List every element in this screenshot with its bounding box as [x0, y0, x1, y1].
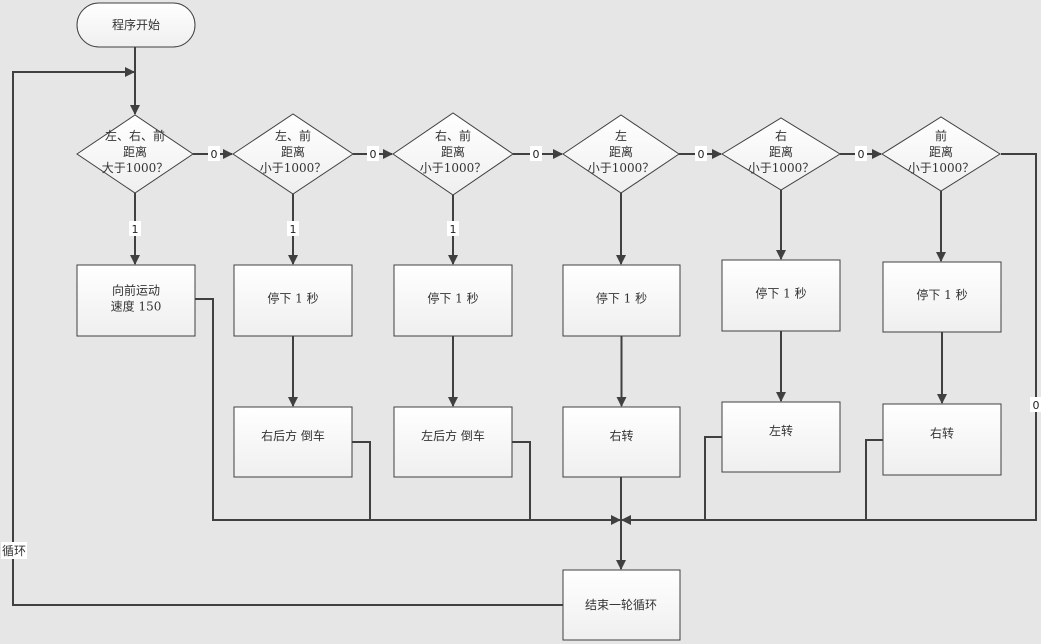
decision-6-label-line: 小于1000？: [908, 161, 975, 175]
decision-2-label-line: 距离: [281, 144, 305, 159]
decision-6-label-line: 前: [935, 128, 947, 143]
maneuver-5-label: 左转: [769, 423, 793, 438]
merge-edge-6: [865, 439, 883, 520]
maneuver-4-label: 右转: [609, 428, 633, 443]
decision-1-label: 左、右、前距离大于1000？: [102, 128, 169, 175]
end-label-line: 结束一轮循环: [585, 598, 657, 612]
decision-3-label-line: 右、前: [435, 128, 471, 143]
maneuver-3-label-line: 左后方 倒车: [421, 428, 485, 443]
action-box-3: [393, 264, 513, 337]
loop-label: 循环: [1, 542, 27, 559]
decision-5-label-line: 距离: [769, 144, 793, 159]
maneuver-box-3: [393, 406, 513, 478]
yes-label-1: 1: [129, 221, 141, 236]
decision-6: [881, 116, 1001, 192]
decision-3-label-line: 小于1000？: [420, 161, 487, 175]
maneuver-6-label: 右转: [930, 426, 954, 441]
maneuver-6-label-line: 右转: [930, 426, 954, 441]
maneuver-4-label-line: 右转: [609, 428, 633, 443]
start-terminal: [76, 2, 196, 48]
decision-3: [392, 112, 514, 196]
yes-label-3-text: 1: [450, 223, 457, 236]
maneuver-5-label-line: 左转: [769, 423, 793, 438]
no-label-3-text: 0: [533, 148, 540, 161]
decision-5-label-line: 右: [775, 128, 787, 143]
action-box-5: [721, 259, 841, 332]
decision-2: [232, 113, 354, 195]
no-label-5: 0: [855, 146, 867, 161]
decision-3-label: 右、前距离小于1000？: [420, 128, 487, 175]
no-label-4: 0: [695, 146, 707, 161]
action-6-label: 停下 1 秒: [916, 287, 967, 302]
action-3-label: 停下 1 秒: [427, 291, 478, 306]
loop-label-text: 循环: [2, 544, 26, 558]
last-no-edge: [621, 153, 1037, 525]
action-1-label: 向前运动速度 150: [111, 283, 162, 314]
decision-4-label-line: 左: [615, 128, 627, 143]
action-box-6: [882, 261, 1002, 333]
decision-2-label-line: 小于1000？: [260, 161, 327, 175]
yes-label-1-text: 1: [132, 223, 139, 236]
decision-4: [562, 114, 680, 194]
decision-6-label: 前距离小于1000？: [908, 128, 975, 175]
action-box-4: [562, 264, 681, 337]
decision-4-label-line: 距离: [609, 144, 633, 159]
decision-1-label-line: 左、右、前: [105, 128, 165, 143]
maneuver-box-4: [562, 406, 681, 478]
decision-1-label-line: 大于1000？: [102, 161, 169, 175]
no-label-1-text: 0: [211, 148, 218, 161]
end-box: [562, 569, 681, 641]
action-4-label-line: 停下 1 秒: [596, 291, 647, 306]
loop-back-edge: [12, 67, 563, 606]
decision-2-label: 左、前距离小于1000？: [260, 128, 327, 175]
yes-label-2-text: 1: [290, 223, 297, 236]
no-label-1: 0: [208, 146, 220, 161]
decision-4-label: 左距离小于1000？: [588, 128, 655, 175]
action-3-label-line: 停下 1 秒: [427, 291, 478, 306]
action-box-2: [233, 264, 353, 337]
decision-5: [721, 117, 841, 191]
action-5-label: 停下 1 秒: [755, 286, 806, 301]
action-2-label-line: 停下 1 秒: [267, 291, 318, 306]
maneuver-3-label: 左后方 倒车: [421, 428, 485, 443]
action-2-label: 停下 1 秒: [267, 291, 318, 306]
maneuver-box-2: [233, 406, 353, 478]
decision-6-label-line: 距离: [929, 144, 953, 159]
merge-edge-3: [512, 441, 531, 520]
yes-label-2: 1: [287, 221, 299, 236]
decision-1-label-line: 距离: [123, 144, 147, 159]
no-label-3: 0: [530, 146, 542, 161]
action-1-label-line: 向前运动: [112, 283, 160, 298]
decision-3-label-line: 距离: [441, 144, 465, 159]
maneuver-box-5: [721, 401, 841, 473]
decision-1: [76, 114, 194, 194]
action-5-label-line: 停下 1 秒: [755, 286, 806, 301]
merge-edge-forward: [195, 298, 621, 525]
action-1-label-line: 速度 150: [111, 299, 162, 314]
start-label: 程序开始: [112, 17, 160, 32]
no-label-4-text: 0: [698, 148, 705, 161]
action-box-1: [76, 264, 196, 337]
decision-2-label-line: 左、前: [275, 128, 311, 143]
maneuver-2-label-line: 右后方 倒车: [261, 428, 325, 443]
no-label-2-text: 0: [370, 148, 377, 161]
end-label: 结束一轮循环: [585, 598, 657, 612]
yes-label-3: 1: [447, 221, 459, 236]
decision-5-label-line: 小于1000？: [748, 161, 815, 175]
maneuver-box-6: [882, 403, 1002, 476]
no-label-2: 0: [367, 146, 379, 161]
merge-edge-5: [704, 436, 722, 520]
action-4-label: 停下 1 秒: [596, 291, 647, 306]
decision-4-label-line: 小于1000？: [588, 161, 655, 175]
merge-edge-2: [352, 441, 371, 520]
maneuver-2-label: 右后方 倒车: [261, 428, 325, 443]
start-label-line: 程序开始: [112, 17, 160, 32]
no-label-6-text: 0: [1033, 399, 1040, 412]
decision-5-label: 右距离小于1000？: [748, 128, 815, 175]
action-6-label-line: 停下 1 秒: [916, 287, 967, 302]
no-label-6: 0: [1030, 397, 1041, 412]
no-label-5-text: 0: [858, 148, 865, 161]
